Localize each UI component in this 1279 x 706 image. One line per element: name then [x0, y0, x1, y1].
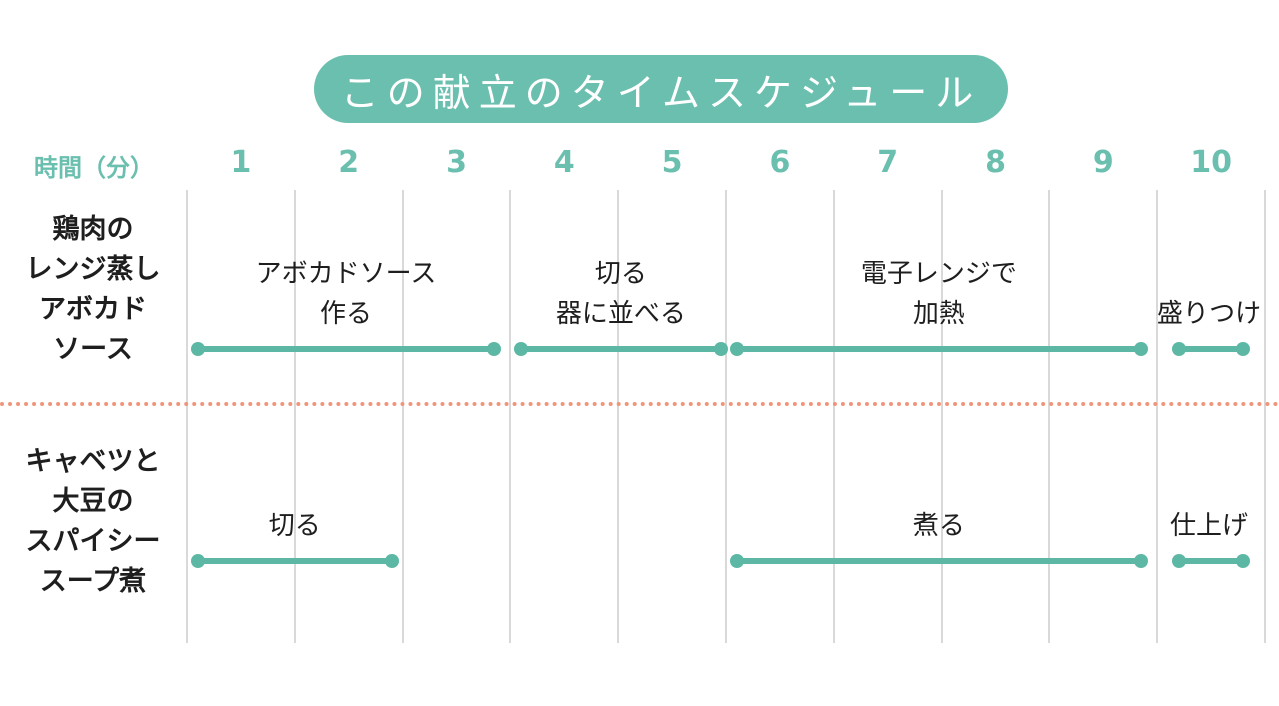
- task-bar: [197, 558, 392, 564]
- tick-label: 3: [446, 145, 467, 180]
- task-label: 切る: [269, 506, 321, 546]
- task-label-line: 切る: [594, 259, 647, 289]
- gridline: [1048, 190, 1051, 643]
- task-endpoint: [1134, 342, 1149, 356]
- tick-label: 9: [1092, 145, 1114, 180]
- task-label-line: 煮る: [912, 511, 965, 541]
- task-endpoint: [1171, 554, 1186, 568]
- row-label: キャベツと大豆のスパイシースープ煮: [18, 442, 168, 602]
- tick-label: 5: [661, 145, 683, 180]
- tick-label: 6: [769, 145, 791, 180]
- task-endpoint: [190, 342, 205, 356]
- task-bar: [521, 346, 721, 352]
- tick-label: 2: [338, 145, 360, 180]
- task-bar: [1178, 346, 1244, 352]
- row-label-line: レンジ蒸し: [25, 254, 161, 285]
- task-endpoint: [384, 554, 399, 568]
- task-label-line: 作る: [319, 299, 373, 329]
- axis-label: 時間（分）: [34, 154, 154, 182]
- row-label-line: キャベツと: [25, 446, 161, 477]
- title: この献立のタイムスケジュール: [340, 70, 982, 115]
- task-label: 切る器に並べる: [556, 254, 686, 334]
- task-bar: [736, 558, 1142, 564]
- task-label-line: 盛りつけ: [1156, 299, 1262, 329]
- task-endpoint: [487, 342, 502, 356]
- task-endpoint: [729, 342, 744, 356]
- row-label-line: 鶏肉の: [52, 214, 134, 245]
- row-label-line: 大豆の: [52, 486, 134, 517]
- task-label-line: アボカドソース: [255, 259, 437, 289]
- task-endpoint: [1134, 554, 1149, 568]
- task-endpoint: [1236, 342, 1251, 356]
- gridline: [725, 190, 727, 643]
- gridline: [617, 190, 620, 643]
- row-label-line: スープ煮: [39, 566, 147, 597]
- task-endpoint: [713, 342, 728, 356]
- task-endpoint: [514, 342, 529, 356]
- task-label-line: 切る: [268, 511, 321, 541]
- gridline: [1156, 190, 1159, 643]
- gridline: [832, 190, 835, 643]
- task-label: アボカドソース作る: [256, 254, 437, 334]
- task-label: 煮る: [913, 506, 965, 546]
- tick-label: 8: [985, 145, 1006, 180]
- gridline: [293, 190, 296, 643]
- tick-label: 10: [1190, 145, 1232, 180]
- row-label-line: ソース: [53, 334, 133, 365]
- row-label-line: アボカド: [39, 294, 147, 325]
- task-label: 仕上げ: [1170, 506, 1248, 546]
- row-divider: [0, 402, 1279, 406]
- row-label-line: スパイシー: [25, 526, 161, 557]
- tick-label: 4: [553, 145, 575, 180]
- task-label-line: 器に並べる: [555, 299, 686, 329]
- task-label-line: 電子レンジで: [860, 259, 1017, 289]
- task-bar: [197, 346, 495, 352]
- task-bar: [736, 346, 1142, 352]
- task-label: 盛りつけ: [1157, 294, 1261, 334]
- task-endpoint: [190, 554, 205, 568]
- tick-label: 1: [230, 145, 252, 180]
- task-endpoint: [1171, 342, 1186, 356]
- gridline: [401, 190, 404, 643]
- title-banner: この献立のタイムスケジュール: [314, 55, 1008, 123]
- task-label-line: 加熱: [912, 299, 965, 329]
- tick-label: 7: [877, 145, 899, 180]
- gridline: [1264, 190, 1266, 643]
- task-label-line: 仕上げ: [1169, 511, 1249, 541]
- task-bar: [1178, 558, 1244, 564]
- gridline: [940, 190, 943, 643]
- task-endpoint: [729, 554, 744, 568]
- task-label: 電子レンジで加熱: [861, 254, 1017, 334]
- task-endpoint: [1236, 554, 1251, 568]
- gridline: [509, 190, 512, 643]
- gridline: [186, 190, 188, 643]
- row-label: 鶏肉のレンジ蒸しアボカドソース: [18, 210, 168, 370]
